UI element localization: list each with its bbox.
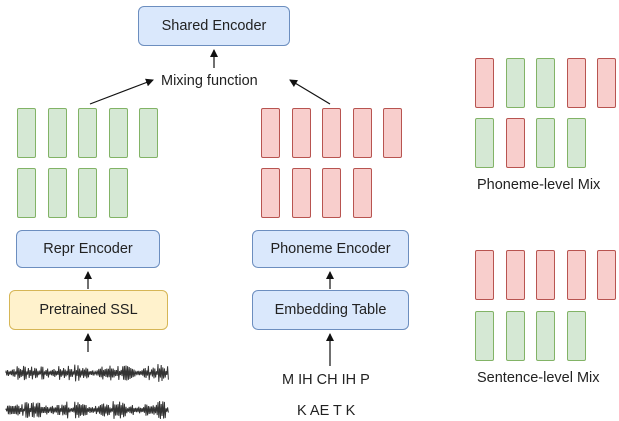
red-feature-bar (352, 108, 372, 158)
red-feature-bar (291, 168, 311, 218)
green-feature-bar (475, 118, 494, 168)
red-feature-bar (475, 250, 494, 300)
red-feature-bar (597, 58, 616, 108)
green-feature-bar (47, 108, 67, 158)
pretrained-ssl-label: Pretrained SSL (39, 302, 138, 318)
embedding-table-box: Embedding Table (252, 290, 409, 330)
arrow-ssl-features-to-mixing (89, 78, 154, 105)
red-feature-bar (383, 108, 402, 158)
green-feature-bar (78, 108, 97, 158)
phoneme-encoder-label: Phoneme Encoder (270, 241, 391, 257)
red-feature-bar (536, 250, 555, 300)
red-feature-bar (566, 250, 586, 300)
pretrained-ssl-box: Pretrained SSL (9, 290, 168, 330)
phoneme-sequence-2: K AE T K (297, 403, 356, 419)
red-feature-bar (566, 58, 586, 108)
green-feature-bar (536, 58, 555, 108)
green-feature-bar (108, 108, 128, 158)
arrow-phoneme-features-to-mixing (289, 79, 331, 105)
shared-encoder-label: Shared Encoder (161, 18, 267, 34)
green-feature-bar (566, 311, 586, 361)
red-feature-bar (505, 118, 525, 168)
red-feature-bar (261, 108, 280, 158)
green-feature-bar (505, 311, 525, 361)
green-feature-bar (17, 108, 36, 158)
red-feature-bar (597, 250, 616, 300)
green-feature-bar (139, 108, 158, 158)
green-feature-bar (47, 168, 67, 218)
red-feature-bar (505, 250, 525, 300)
audio-waveform-1 (5, 364, 169, 382)
green-feature-bar (108, 168, 128, 218)
green-feature-bar (566, 118, 586, 168)
red-feature-bar (352, 168, 372, 218)
mixing-function-label: Mixing function (161, 73, 258, 89)
phoneme-sequence-1: M IH CH IH P (282, 372, 370, 388)
red-feature-bar (475, 58, 494, 108)
phoneme-level-mix-label: Phoneme-level Mix (477, 177, 601, 193)
green-feature-bar (78, 168, 97, 218)
red-feature-bar (291, 108, 311, 158)
green-feature-bar (536, 311, 555, 361)
phoneme-encoder-box: Phoneme Encoder (252, 230, 409, 268)
green-feature-bar (505, 58, 525, 108)
shared-encoder-box: Shared Encoder (138, 6, 290, 46)
red-feature-bar (322, 108, 341, 158)
green-feature-bar (536, 118, 555, 168)
red-feature-bar (261, 168, 280, 218)
embedding-table-label: Embedding Table (274, 302, 387, 318)
repr-encoder-label: Repr Encoder (43, 241, 133, 257)
red-feature-bar (322, 168, 341, 218)
green-feature-bar (17, 168, 36, 218)
repr-encoder-box: Repr Encoder (16, 230, 160, 268)
audio-waveform-2 (5, 400, 169, 420)
green-feature-bar (475, 311, 494, 361)
sentence-level-mix-label: Sentence-level Mix (477, 370, 600, 386)
